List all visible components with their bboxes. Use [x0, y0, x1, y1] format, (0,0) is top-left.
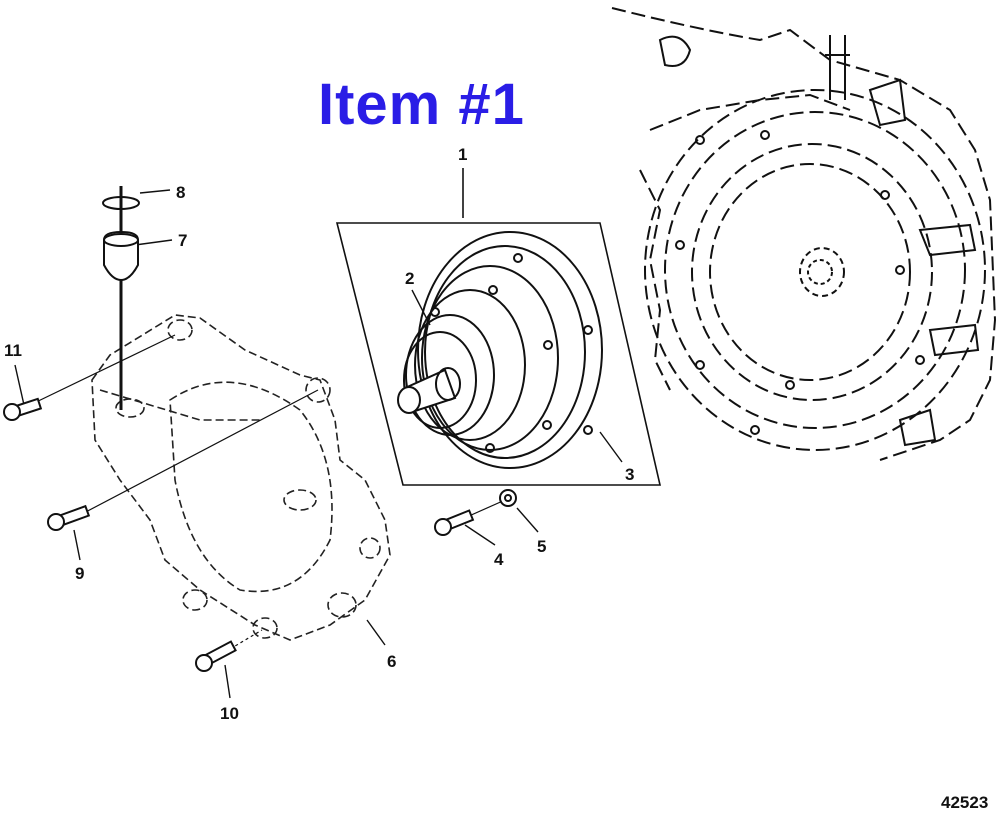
callout-9: 9 [75, 564, 85, 583]
callout-10: 10 [220, 704, 239, 723]
callout-4: 4 [494, 550, 504, 569]
damper-assembly-box [335, 168, 662, 486]
callout-5: 5 [537, 537, 547, 556]
mount-and-ring-drawing [102, 186, 140, 410]
callout-11: 11 [4, 341, 22, 360]
leader-lines [14, 189, 623, 699]
diagram-title: Item #1 [318, 72, 525, 137]
callout-6: 6 [387, 652, 397, 671]
flywheel-housing-drawing [91, 314, 391, 641]
damper-plate-drawing [397, 231, 603, 469]
callout-1: 1 [458, 145, 468, 164]
figure-number: 42523 [941, 793, 989, 812]
engine-flywheel-drawing [611, 7, 997, 461]
engine-detail-lines [658, 35, 980, 447]
callout-3: 3 [625, 465, 635, 484]
callout-8: 8 [176, 183, 186, 202]
callout-7: 7 [178, 231, 188, 250]
callout-2: 2 [405, 269, 415, 288]
bolts-drawing [3, 334, 517, 672]
